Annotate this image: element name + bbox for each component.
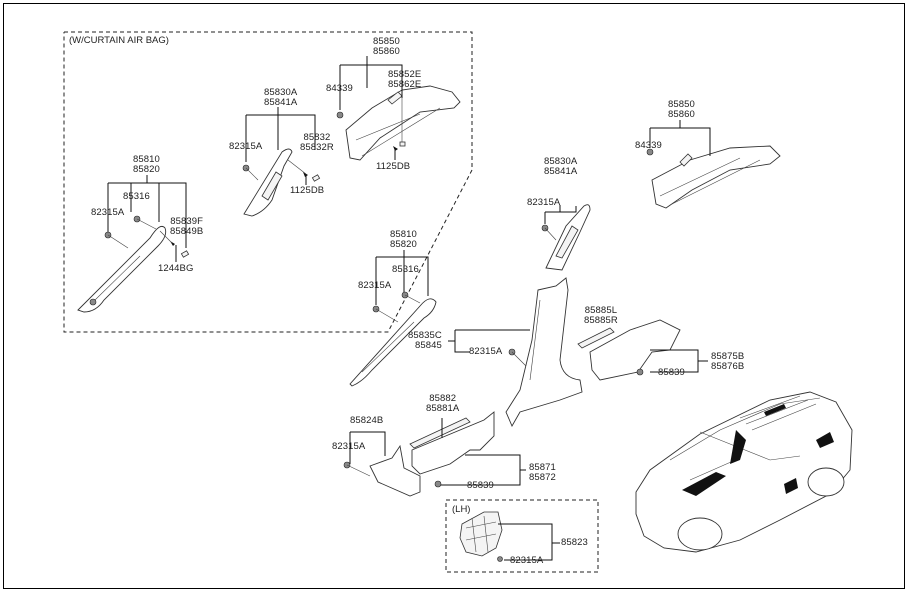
rear-pillar-trim-curtain[interactable] bbox=[345, 85, 461, 161]
part-label-85810-85820-curtain[interactable]: 85810 85820 bbox=[133, 154, 160, 175]
part-label-85824B[interactable]: 85824B bbox=[350, 415, 384, 426]
part-label-85316[interactable]: 85316 bbox=[123, 191, 150, 202]
part-label-85875B-85876B[interactable]: 85875B 85876B bbox=[711, 351, 745, 372]
part-label-82315A[interactable]: 82315A bbox=[358, 280, 392, 291]
part-label-1125DB[interactable]: 1125DB bbox=[376, 161, 411, 172]
part-label-85830A-85841A[interactable]: 85830A 85841A bbox=[544, 156, 578, 177]
curtain-airbag-boundary bbox=[63, 31, 473, 333]
part-label-85830A-85841A-curtain[interactable]: 85830A 85841A bbox=[264, 87, 298, 108]
part-label-85839[interactable]: 85839 bbox=[658, 367, 685, 378]
center-pillar-upper-curtain[interactable] bbox=[243, 148, 293, 217]
cowl-side-trim[interactable] bbox=[369, 444, 421, 497]
front-pillar-trim[interactable] bbox=[349, 298, 437, 387]
part-label-82315A[interactable]: 82315A bbox=[91, 207, 125, 218]
part-label-85882-85881A[interactable]: 85882 85881A bbox=[426, 393, 460, 414]
lh-caption: (LH) bbox=[452, 504, 471, 515]
vehicle-illustration bbox=[635, 391, 853, 553]
part-label-82315A[interactable]: 82315A bbox=[469, 346, 503, 357]
part-label-82315A[interactable]: 82315A bbox=[510, 555, 544, 566]
part-label-85823[interactable]: 85823 bbox=[561, 537, 588, 548]
part-label-85885L-85885R[interactable]: 85885L 85885R bbox=[584, 305, 618, 326]
part-label-85832-85832R[interactable]: 85832 85832R bbox=[300, 132, 334, 153]
curtain-airbag-caption: (W/CURTAIN AIR BAG) bbox=[69, 35, 169, 46]
center-pillar-lower-trim[interactable] bbox=[505, 277, 583, 428]
part-label-85850-85860[interactable]: 85850 85860 bbox=[668, 99, 695, 120]
part-label-82315A[interactable]: 82315A bbox=[229, 141, 263, 152]
part-label-85810-85820[interactable]: 85810 85820 bbox=[390, 229, 417, 250]
part-label-1125DB[interactable]: 1125DB bbox=[290, 185, 325, 196]
lh-bracket-85823[interactable] bbox=[459, 511, 503, 557]
part-label-82315A[interactable]: 82315A bbox=[527, 197, 561, 208]
part-label-1244BG[interactable]: 1244BG bbox=[158, 263, 194, 274]
part-label-85852E-85862E[interactable]: 85852E 85862E bbox=[388, 69, 422, 90]
part-label-82315A[interactable]: 82315A bbox=[332, 441, 366, 452]
rear-scuff-plate[interactable] bbox=[577, 319, 681, 381]
center-pillar-upper-trim[interactable] bbox=[545, 204, 591, 271]
part-label-84339[interactable]: 84339 bbox=[635, 140, 662, 151]
part-label-85850-85860-curtain[interactable]: 85850 85860 bbox=[373, 36, 400, 57]
front-scuff-plate[interactable] bbox=[409, 411, 495, 475]
part-label-85316[interactable]: 85316 bbox=[392, 264, 419, 275]
diagram-frame bbox=[3, 3, 905, 589]
part-label-85839F-85849B[interactable]: 85839F 85849B bbox=[170, 216, 204, 237]
part-label-85839[interactable]: 85839 bbox=[467, 480, 494, 491]
part-label-85835C-85845[interactable]: 85835C 85845 bbox=[408, 330, 442, 351]
part-label-85871-85872[interactable]: 85871 85872 bbox=[529, 462, 556, 483]
rear-pillar-trim[interactable] bbox=[651, 145, 781, 209]
cover-85839F bbox=[180, 250, 190, 258]
front-pillar-trim-curtain[interactable] bbox=[77, 225, 167, 313]
part-label-84339[interactable]: 84339 bbox=[326, 83, 353, 94]
